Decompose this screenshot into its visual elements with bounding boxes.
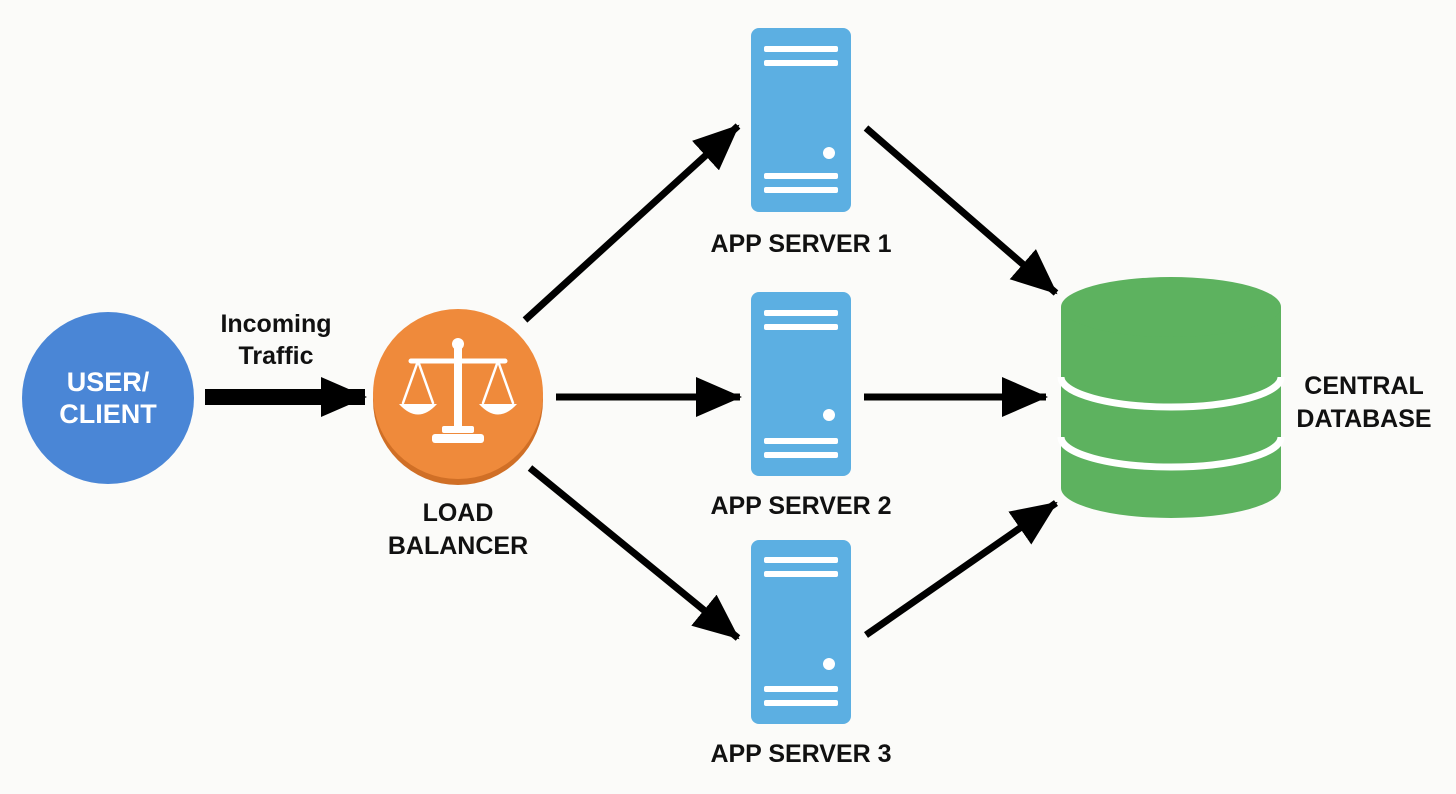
arrow-server-1-to-database (863, 125, 1059, 296)
app-server-3: APP SERVER 3 (710, 540, 892, 768)
arrow-lb-to-server-3 (527, 465, 741, 641)
load-balancer-node: LOAD BALANCER (373, 309, 543, 560)
server-1-details (764, 46, 838, 193)
app-server-3-label: APP SERVER 3 (710, 740, 891, 768)
client-node: USER/ CLIENT (22, 312, 194, 484)
server-icon (751, 292, 851, 476)
database-icon (1057, 277, 1285, 518)
app-server-1: APP SERVER 1 (710, 28, 892, 258)
database-node: CENTRAL DATABASE (1057, 277, 1432, 518)
load-balancer-label-line2: BALANCER (388, 532, 528, 560)
traffic-label-line2: Traffic (238, 342, 313, 370)
client-label-line2: CLIENT (59, 399, 157, 429)
arrow-lb-to-server-1 (522, 123, 741, 323)
app-server-2-label: APP SERVER 2 (710, 492, 891, 520)
traffic-label: Incoming Traffic (220, 310, 331, 370)
server-icon (751, 28, 851, 212)
connectors (205, 123, 1059, 641)
load-balancer-label-line1: LOAD (423, 499, 494, 527)
app-server-2: APP SERVER 2 (710, 292, 892, 520)
client-label-line1: USER/ (67, 367, 150, 397)
database-label-line1: CENTRAL (1304, 372, 1423, 400)
database-label-line2: DATABASE (1296, 405, 1431, 433)
app-server-1-label: APP SERVER 1 (710, 230, 891, 258)
server-icon (751, 540, 851, 724)
arrow-server-3-to-database (864, 500, 1058, 638)
traffic-label-line1: Incoming (220, 310, 331, 338)
server-3-details (764, 557, 838, 706)
client-circle (22, 312, 194, 484)
server-2-details (764, 310, 838, 458)
scales-icon (399, 338, 517, 443)
